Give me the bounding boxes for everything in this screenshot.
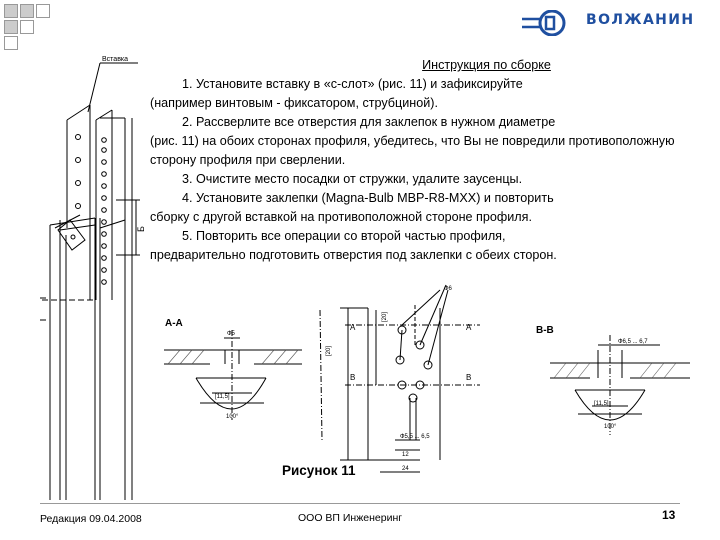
corner-squares-decoration	[0, 0, 60, 50]
instructions-title: Инструкция по сборке	[422, 58, 551, 72]
center-label-a-left: А	[350, 323, 356, 332]
step-3-line: 3. Очистите место посадки от стружки, уд…	[182, 172, 523, 186]
center-label-b-left: В	[350, 373, 355, 382]
footer-divider	[40, 503, 680, 504]
technical-drawing: Вставка Б А-А Ф5 [11,5] 100°	[40, 56, 690, 500]
rivet-layout-drawing	[319, 284, 480, 473]
step-4-rest: сборку с другой вставкой на противополож…	[150, 210, 532, 224]
footer-company: ООО ВП Инженеринг	[298, 512, 403, 524]
assembly-instructions: Инструкция по сборке 1. Установите встав…	[150, 56, 695, 265]
step-2-rest: (рис. 11) на обоих сторонах профиля, убе…	[150, 134, 675, 167]
step-5-line: 5. Повторить все операции со второй част…	[182, 229, 506, 243]
dimension-b-label: Б	[136, 226, 146, 232]
logo-text: ВОЛЖАНИН	[586, 12, 695, 28]
instruction-step-1: 1. Установите вставку в «с-слот» (рис. 1…	[150, 75, 695, 113]
step-4-line: 4. Установите заклепки (Magna-Bulb MBP-R…	[182, 191, 554, 205]
section-aa-drawing	[164, 330, 302, 420]
bb-diameter-label: Ф6,5 ... 6,7	[618, 339, 648, 345]
step-1-line: 1. Установите вставку в «с-слот» (рис. 1…	[182, 77, 523, 91]
aa-dim-1: [11,5]	[215, 394, 230, 400]
instruction-step-4: 4. Установите заклепки (Magna-Bulb MBP-R…	[150, 189, 695, 227]
step-5-rest: предварительно подготовить отверстия под…	[150, 248, 557, 262]
aa-diameter-label: Ф5	[227, 331, 236, 337]
figure-caption: Рисунок 11	[282, 463, 356, 478]
center-12-label: 12	[402, 452, 409, 458]
logo-mark-icon	[522, 9, 566, 37]
section-aa-label: А-А	[165, 318, 183, 329]
footer-edition: Редакция 09.04.2008	[40, 513, 142, 525]
rivet-holes	[75, 134, 107, 285]
profile-assembly-drawing	[40, 62, 140, 500]
center-dim-2: [20]	[326, 346, 332, 356]
center-label-b-right: В	[466, 373, 471, 382]
bb-dim-1: [11,5]	[594, 401, 609, 407]
instruction-step-3: 3. Очистите место посадки от стружки, уд…	[150, 170, 695, 189]
center-dia-range-label: Ф5,5 ... 6,5	[400, 434, 430, 440]
aa-dim-2: 100°	[226, 414, 239, 420]
page-number: 13	[662, 508, 676, 522]
decor-square	[4, 20, 18, 34]
bb-dim-2: 100°	[604, 424, 617, 430]
decor-square	[4, 4, 18, 18]
decor-square	[4, 36, 18, 50]
center-label-a-right: А	[466, 323, 472, 332]
center-dim-1: [20]	[382, 312, 388, 322]
center-24-label: 24	[402, 466, 409, 472]
decor-square	[20, 20, 34, 34]
section-bb-drawing	[550, 335, 690, 435]
step-2-line: 2. Рассверлите все отверстия для заклепо…	[182, 115, 556, 129]
instruction-step-2: 2. Рассверлите все отверстия для заклепо…	[150, 113, 695, 170]
section-bb-label: В-В	[536, 325, 554, 336]
decor-square	[20, 4, 34, 18]
center-dia6-label: Ф6	[444, 286, 453, 292]
insert-callout-label: Вставка	[102, 56, 128, 63]
decor-square	[36, 4, 50, 18]
step-1-rest: (например винтовым - фиксатором, струбци…	[150, 96, 438, 110]
instruction-step-5: 5. Повторить все операции со второй част…	[150, 227, 695, 265]
company-logo: ВОЛЖАНИН	[522, 9, 712, 37]
